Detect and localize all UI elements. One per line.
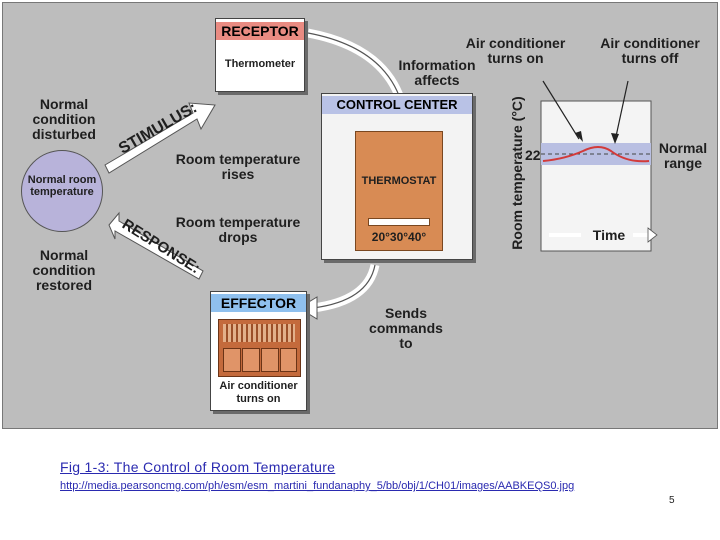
stimulus-arrow — [104, 102, 216, 174]
figure-caption: Fig 1-3: The Control of Room Temperature — [60, 459, 336, 475]
receptor-title: RECEPTOR — [216, 22, 304, 40]
arrow-center-to-effector — [312, 263, 380, 313]
effector-caption: Air conditioner turns on — [219, 380, 298, 405]
normal-condition-disturbed-label: Normal condition disturbed — [32, 96, 96, 142]
receptor-subtitle: Thermometer — [224, 58, 296, 70]
figure-source-url[interactable]: http://media.pearsoncmg.com/ph/esm/esm_m… — [60, 480, 575, 492]
effector-title: EFFECTOR — [211, 294, 306, 312]
sends-commands-label: Sends commands to — [369, 305, 443, 351]
graph-y-axis-label: Room temperature (°C) — [509, 96, 525, 249]
graph-ac-on-label: Air conditioner turns on — [465, 35, 566, 66]
response-arrow — [108, 211, 204, 280]
temperature-graph: Room temperature (°C) 22 Time — [509, 80, 658, 252]
graph-x-axis-label: Time — [593, 227, 626, 243]
room-temperature-rises-label: Room temperature rises — [175, 151, 301, 182]
graph-y-tick: 22 — [525, 147, 541, 163]
normal-condition-restored-label: Normal condition restored — [32, 247, 96, 293]
thermostat-label: THERMOSTAT — [361, 175, 437, 187]
room-temperature-drops-label: Room temperature drops — [175, 214, 301, 245]
effector-box: EFFECTOR Air conditioner turns on — [210, 291, 307, 411]
graph-ac-off-label: Air conditioner turns off — [600, 35, 700, 66]
page-number: 5 — [669, 495, 675, 506]
control-center-box: CONTROL CENTER THERMOSTAT 20°30°40° — [321, 93, 473, 260]
normal-room-temperature-circle: Normal room temperature — [21, 150, 103, 232]
information-affects-label: Information affects — [398, 57, 476, 88]
diagram-panel: RECEPTOR Thermometer CONTROL CENTER THER… — [2, 2, 718, 429]
air-conditioner-icon — [218, 319, 301, 377]
thermostat-slider — [368, 218, 430, 226]
normal-room-temperature-label: Normal room temperature — [27, 174, 97, 198]
control-center-title: CONTROL CENTER — [322, 96, 472, 114]
normal-range-label: Normal range — [658, 140, 708, 171]
graph-plot-area — [540, 100, 652, 252]
normal-range-band — [541, 143, 651, 165]
receptor-box: RECEPTOR Thermometer — [215, 18, 305, 92]
thermostat: THERMOSTAT 20°30°40° — [355, 131, 443, 251]
thermostat-scale: 20°30°40° — [371, 230, 427, 244]
temperature-curve — [542, 146, 650, 163]
